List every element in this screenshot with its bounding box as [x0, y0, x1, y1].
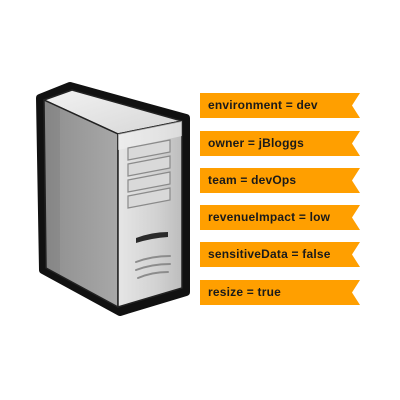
tag-label: team = devOps: [208, 173, 297, 187]
tag-ribbon-shape: [200, 205, 360, 230]
tag-revenue-impact: revenueImpact = low: [200, 205, 360, 230]
tag-label: resize = true: [208, 285, 281, 299]
tag-label: sensitiveData = false: [208, 247, 331, 261]
tag-label: owner = jBloggs: [208, 136, 305, 150]
tag-team: team = devOps: [200, 168, 360, 193]
tag-sensitive-data: sensitiveData = false: [200, 242, 360, 267]
tag-ribbon-shape: [200, 131, 360, 156]
tag-ribbon-shape: [200, 168, 360, 193]
tag-resize: resize = true: [200, 280, 360, 305]
tag-ribbon-shape: [200, 280, 360, 305]
vent-grille: [135, 255, 171, 279]
tag-environment: environment = dev: [200, 93, 360, 118]
drive-bays: [127, 139, 171, 209]
tag-label: environment = dev: [208, 98, 318, 112]
disc-slot: [136, 232, 168, 243]
tag-ribbon-shape: [200, 242, 360, 267]
tag-ribbon-shape: [200, 93, 360, 118]
tag-owner: owner = jBloggs: [200, 131, 360, 156]
tag-label: revenueImpact = low: [208, 210, 331, 224]
